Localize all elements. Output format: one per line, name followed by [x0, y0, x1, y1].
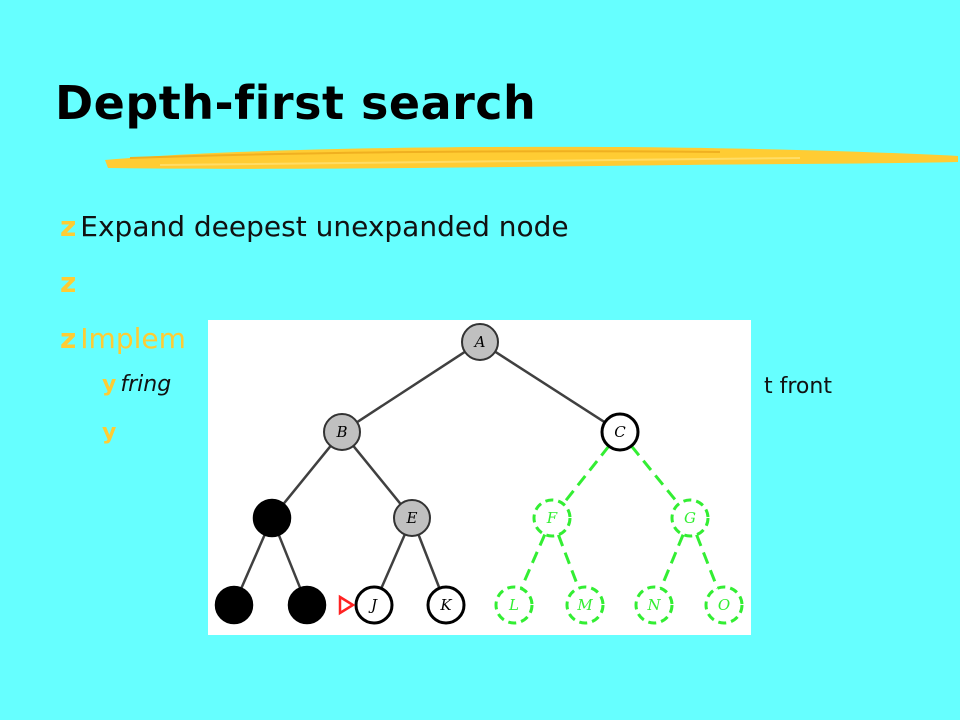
tree-edge-E-K: [417, 534, 441, 589]
tree-node-circle: [323, 413, 361, 451]
tree-node-n: N: [634, 585, 674, 625]
sub-bullet-tail-text: t front: [764, 374, 832, 399]
tree-node-label: C: [614, 423, 626, 441]
tree-edge-D-H: [240, 533, 266, 590]
tree-edge-F-M: [556, 534, 581, 589]
bullet-text: Expand deepest unexpanded node: [80, 210, 569, 243]
bullet-marker: z: [60, 210, 77, 243]
tree-node-f: F: [532, 498, 572, 538]
tree-node-g: G: [670, 498, 710, 538]
tree-node-d: [252, 498, 292, 538]
tree-edge-B-E: [352, 445, 402, 505]
bullet-marker: z: [60, 322, 77, 355]
tree-node-circle: [461, 323, 499, 361]
tree-node-label: O: [718, 596, 730, 614]
tree-node-circle: [600, 412, 640, 452]
tree-node-circle: [565, 585, 605, 625]
title-underline-brushstroke: [105, 146, 958, 169]
tree-edge-E-J: [380, 533, 406, 590]
dfs-tree-diagram: A B C E F G J K L M N O: [214, 323, 744, 625]
tree-node-circle: [704, 585, 744, 625]
tree-node-l: L: [494, 585, 534, 625]
tree-node-label: A: [473, 333, 486, 351]
tree-edge-B-D: [282, 445, 332, 505]
sub-bullet-marker: y: [102, 372, 117, 397]
tree-node-b: B: [323, 413, 361, 451]
tree-edge-C-F: [561, 445, 611, 505]
tree-node-label: B: [335, 423, 347, 441]
tree-edge-G-N: [659, 534, 685, 589]
sub-bullet-marker: y: [102, 420, 117, 445]
tree-node-circle: [494, 585, 534, 625]
tree-edge-A-C: [494, 350, 606, 424]
tree-edge-D-I: [277, 534, 302, 589]
tree-node-i: [287, 585, 327, 625]
tree-node-circle: [287, 585, 327, 625]
tree-node-circle: [532, 498, 572, 538]
tree-node-label: L: [508, 596, 519, 614]
sub-bullet-1-tail: t front: [764, 374, 832, 399]
bullet-text: Implem: [80, 322, 186, 355]
tree-node-circle: [393, 499, 431, 537]
tree-node-circle: [252, 498, 292, 538]
current-node-marker-icon: [338, 594, 356, 616]
tree-node-label: K: [439, 596, 452, 614]
tree-node-label: M: [576, 596, 593, 614]
bullet-2: z: [60, 266, 80, 299]
tree-node-circle: [426, 585, 466, 625]
tree-node-label: F: [546, 509, 558, 527]
tree-node-c: C: [600, 412, 640, 452]
dfs-tree-figure: A B C E F G J K L M N O: [208, 320, 751, 635]
tree-edge-A-B: [356, 350, 466, 424]
tree-edge-F-L: [519, 533, 547, 590]
sub-bullet-2: y: [102, 420, 120, 445]
tree-node-m: M: [565, 585, 605, 625]
tree-node-label: N: [646, 596, 661, 614]
tree-node-k: K: [426, 585, 466, 625]
tree-node-label: J: [368, 596, 378, 614]
tree-node-circle: [214, 585, 254, 625]
bullet-marker: z: [60, 266, 77, 299]
tree-node-label: E: [406, 509, 418, 527]
slide-title: Depth-first search: [55, 76, 537, 130]
tree-node-h: [214, 585, 254, 625]
tree-node-label: G: [684, 509, 696, 527]
tree-node-circle: [670, 498, 710, 538]
tree-edge-C-G: [630, 445, 680, 505]
tree-node-circle: [354, 585, 394, 625]
sub-bullet-text: fring: [120, 372, 172, 397]
tree-node-e: E: [393, 499, 431, 537]
tree-node-a: A: [461, 323, 499, 361]
tree-node-circle: [634, 585, 674, 625]
tree-node-o: O: [704, 585, 744, 625]
tree-edge-G-O: [695, 534, 719, 589]
tree-node-j: J: [338, 585, 394, 625]
